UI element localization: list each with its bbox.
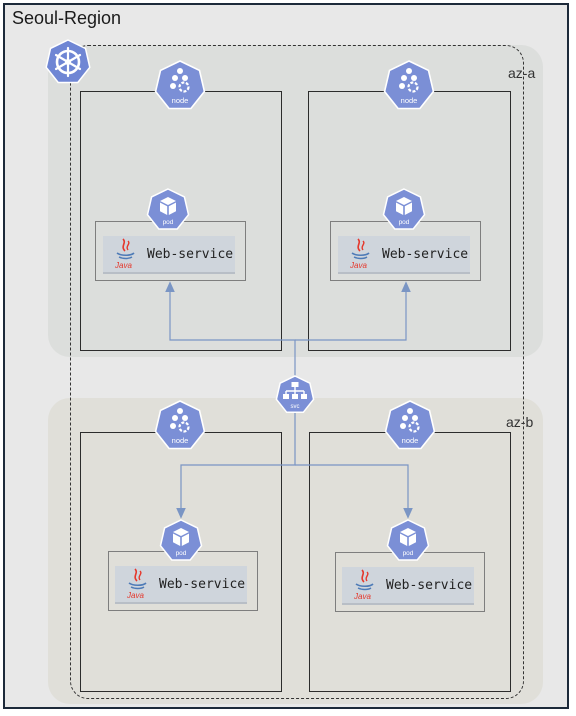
zone-label-az-b: az-b <box>506 414 534 430</box>
svg-text:pod: pod <box>399 219 410 226</box>
web-service-label: Web-service <box>386 577 473 593</box>
web-service-card-4: Java Web-service <box>342 567 474 605</box>
svg-text:Java: Java <box>349 261 367 270</box>
svg-text:Java: Java <box>353 592 371 601</box>
connector-svc-to-pod-4 <box>295 464 413 519</box>
connector-svc-to-pod-2 <box>295 281 411 341</box>
zone-az-a <box>48 45 543 357</box>
svg-text:Java: Java <box>126 591 144 600</box>
svg-text:Java: Java <box>114 261 132 270</box>
connector-svc-to-pod-3 <box>176 410 296 519</box>
node-icon: node <box>384 400 436 450</box>
pod-icon: pod <box>386 519 430 561</box>
svc-icon: svc <box>275 375 315 414</box>
svg-text:node: node <box>172 436 189 445</box>
web-service-label: Web-service <box>147 246 234 262</box>
pod-icon: pod <box>146 188 190 230</box>
svg-text:node: node <box>401 96 418 105</box>
web-service-label: Web-service <box>159 576 246 592</box>
java-icon: Java <box>126 568 147 600</box>
connector-svc-to-pod-1 <box>165 281 296 380</box>
svg-text:pod: pod <box>176 550 187 557</box>
pod-icon: pod <box>159 519 203 561</box>
zone-label-az-a: az-a <box>508 65 536 81</box>
java-icon: Java <box>353 569 374 601</box>
java-icon: Java <box>114 238 135 270</box>
web-service-card-1: Java Web-service <box>103 236 235 274</box>
region-title: Seoul-Region <box>12 8 122 28</box>
java-icon: Java <box>349 238 370 270</box>
node-icon: node <box>154 400 206 450</box>
svg-text:svc: svc <box>291 404 300 410</box>
pod-icon: pod <box>382 188 426 230</box>
web-service-card-2: Java Web-service <box>338 236 470 274</box>
svg-text:pod: pod <box>163 219 174 226</box>
node-icon: node <box>154 60 206 110</box>
svg-text:node: node <box>402 436 419 445</box>
web-service-card-3: Java Web-service <box>115 566 247 604</box>
svg-text:node: node <box>172 96 189 105</box>
kubernetes-cluster-icon <box>45 39 91 84</box>
cluster-boundary <box>70 45 524 699</box>
node-icon: node <box>383 60 435 110</box>
web-service-label: Web-service <box>382 246 469 262</box>
svg-text:pod: pod <box>403 550 414 557</box>
